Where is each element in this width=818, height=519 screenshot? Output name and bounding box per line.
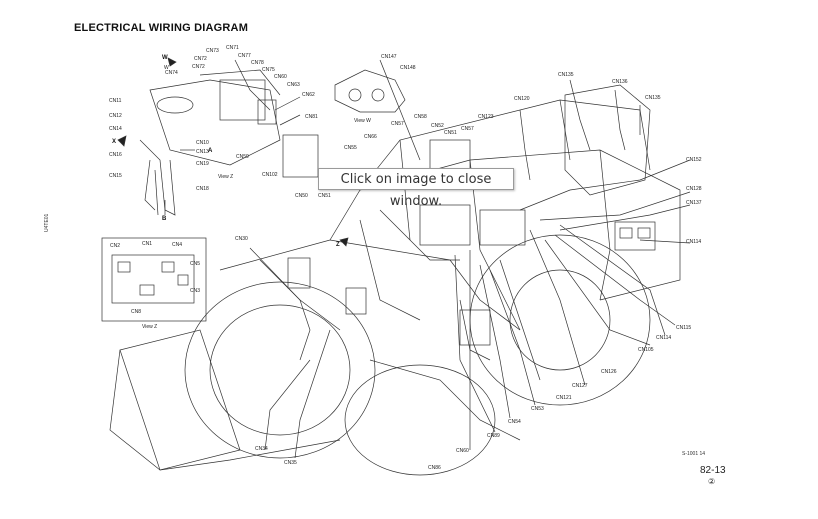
- connector-label: CN51: [318, 193, 331, 199]
- page-number: 82-13: [700, 465, 726, 476]
- connector-label: CN60: [274, 74, 287, 80]
- connector-label: CN152: [686, 157, 702, 163]
- connector-label: CN121: [556, 395, 572, 401]
- connector-label: CN66: [364, 134, 377, 140]
- connector-label: CN60: [456, 448, 469, 454]
- connector-label: W: [164, 65, 169, 71]
- connector-label: CN35: [284, 460, 297, 466]
- connector-label: CN71: [226, 45, 239, 51]
- connector-label: CN86: [428, 465, 441, 471]
- connector-label: CN50: [295, 193, 308, 199]
- connector-label: CN81: [305, 114, 318, 120]
- connector-label: CN2: [110, 243, 120, 249]
- connector-label: CN30: [235, 236, 248, 242]
- connector-label: CN62: [302, 92, 315, 98]
- connector-label: CN5: [190, 261, 200, 267]
- page-title: ELECTRICAL WIRING DIAGRAM: [74, 22, 249, 34]
- connector-label: CN136: [612, 79, 628, 85]
- marker-x: X: [112, 139, 116, 145]
- connector-label: CN53: [531, 406, 544, 412]
- connector-label: CN75: [262, 67, 275, 73]
- connector-label: CN148: [400, 65, 416, 71]
- connector-label: CN11: [109, 98, 122, 104]
- callout-labels: W X Z B A View W View Z View Z CN73 CN71…: [109, 45, 702, 471]
- connector-label: CN120: [514, 96, 530, 102]
- view-z-inset-caption: View Z: [142, 324, 157, 330]
- connector-label: CN3: [190, 288, 200, 294]
- connector-label: CN34: [255, 446, 268, 452]
- view-z-caption: View Z: [218, 174, 233, 180]
- marker-b: B: [162, 216, 167, 222]
- connector-label: CN74: [165, 70, 178, 76]
- connector-label: CN52: [431, 123, 444, 129]
- connector-label: CN57: [461, 126, 474, 132]
- connector-label: CN54: [508, 419, 521, 425]
- connector-label: CN128: [686, 186, 702, 192]
- connector-label: CN4: [172, 242, 182, 248]
- connector-label: CN127: [572, 383, 588, 389]
- marker-a: A: [208, 148, 213, 154]
- connector-label: CN78: [251, 60, 264, 66]
- connector-label: CN73: [206, 48, 219, 54]
- marker-z: Z: [336, 242, 340, 248]
- connector-label: CN1: [142, 241, 152, 247]
- connector-label: CN14: [109, 126, 122, 132]
- connector-label: CN135: [645, 95, 661, 101]
- connector-label: CN114: [686, 239, 701, 245]
- close-window-tooltip[interactable]: Click on image to close window.: [318, 168, 514, 209]
- page-sub-number: ②: [708, 477, 716, 486]
- connector-label: CN16: [109, 152, 122, 158]
- connector-label: CN58: [414, 114, 427, 120]
- connector-label: CN55: [344, 145, 357, 151]
- connector-label: CN89: [487, 433, 500, 439]
- view-w-caption: View W: [354, 118, 371, 124]
- connector-label: CN137: [686, 200, 702, 206]
- connector-label: CN147: [381, 54, 397, 60]
- figure-code: S-1001 14: [682, 451, 706, 457]
- connector-label: CN135: [558, 72, 574, 78]
- marker-w: W: [162, 55, 168, 61]
- connector-label: CN10: [196, 140, 209, 146]
- connector-label: CN72: [194, 56, 207, 62]
- connector-label: CN105: [638, 347, 654, 353]
- connector-label: CN19: [196, 161, 209, 167]
- connector-label: CN51: [444, 130, 457, 136]
- connector-label: CN15: [109, 173, 122, 179]
- connector-label: CN123: [478, 114, 494, 120]
- connector-label: CN57: [391, 121, 404, 127]
- connector-label: CN12: [109, 113, 122, 119]
- connector-label: CN126: [601, 369, 617, 375]
- connector-label: CN18: [196, 186, 209, 192]
- connector-label: CN72: [192, 64, 205, 70]
- connector-label: CN8: [131, 309, 141, 315]
- connector-label: CN63: [287, 82, 300, 88]
- connector-label: CN114: [656, 335, 671, 341]
- machine-outline: [101, 57, 691, 476]
- connector-label: CN77: [238, 53, 251, 59]
- connector-label: CN13: [196, 149, 209, 155]
- connector-label: CN115: [676, 325, 691, 331]
- connector-label: CN59: [236, 154, 249, 160]
- connector-label: CN102: [262, 172, 278, 178]
